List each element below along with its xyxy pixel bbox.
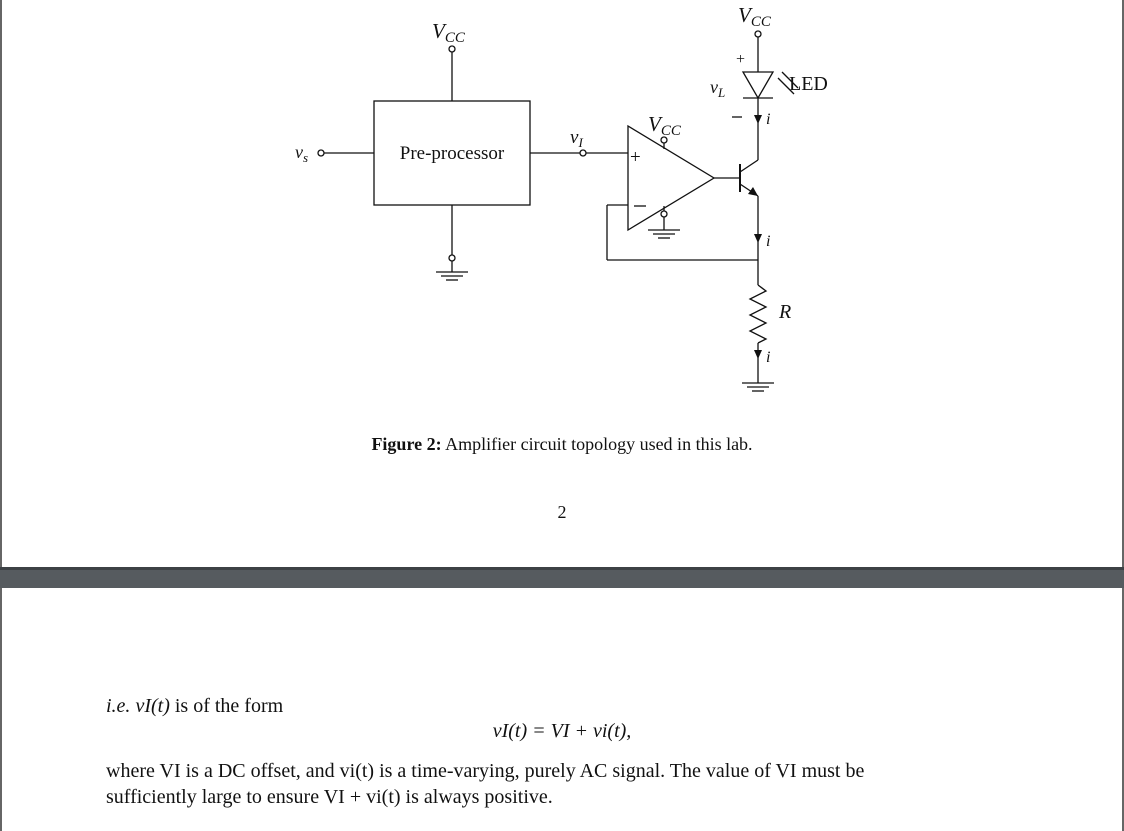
page-number: 2: [557, 502, 567, 522]
ie-text: i.e.: [106, 695, 131, 717]
resistor: [748, 284, 768, 344]
transistor: [739, 159, 759, 197]
vI-label: vI: [570, 127, 583, 150]
resistor-label: R: [778, 301, 791, 323]
vcc-label-led: VCC: [738, 3, 772, 30]
pdf-page-2: i.e. vI(t) is of the form vI(t) = VI + v…: [0, 588, 1124, 831]
ground-terminal-pre: [448, 254, 456, 262]
page-separator: [0, 567, 1124, 588]
paragraph-line-2: sufficiently large to ensure VI + vi(t) …: [106, 786, 553, 808]
vs-label: vs: [295, 142, 308, 165]
current-arrow-3: [754, 350, 762, 359]
figure-caption-label: Figure 2:: [371, 434, 442, 454]
current-label-1: i: [766, 111, 770, 128]
vI-math: vI(t): [135, 695, 170, 717]
text-line-ie: i.e. vI(t) is of the form: [106, 693, 283, 719]
figure-caption: Figure 2: Amplifier circuit topology use…: [2, 434, 1122, 455]
current-arrow-1: [754, 115, 762, 124]
equation: vI(t) = VI + vi(t),: [492, 720, 632, 742]
op-amp-plus: +: [630, 147, 641, 168]
vcc-terminal-pre: [448, 45, 456, 53]
ground-symbol-opamp: [648, 217, 680, 239]
form-text: is of the form: [174, 695, 284, 717]
current-arrow-2: [754, 234, 762, 243]
vL-plus: +: [736, 51, 745, 68]
preprocessor-label: Pre-processor: [400, 143, 505, 164]
led-label: LED: [789, 73, 828, 95]
circuit-diagram: Pre-processor VCC vs vI + VCC: [295, 3, 828, 392]
vcc-label-opamp: VCC: [648, 112, 682, 139]
op-amp: [627, 124, 716, 232]
vs-terminal: [317, 149, 325, 157]
current-label-3: i: [766, 349, 770, 366]
figure-caption-text: Amplifier circuit topology used in this …: [445, 434, 753, 454]
vcc-label-pre: VCC: [432, 19, 466, 46]
paragraph-line-1: where VI is a DC offset, and vi(t) is a …: [106, 760, 865, 782]
ground-symbol-pre: [436, 261, 468, 281]
current-label-2: i: [766, 233, 770, 250]
pdf-page-1: Pre-processor VCC vs vI + VCC: [0, 0, 1124, 567]
ground-symbol-r: [742, 382, 774, 392]
vI-terminal: [579, 149, 587, 157]
led-symbol: [741, 71, 799, 100]
vL-label: vL: [710, 77, 725, 100]
